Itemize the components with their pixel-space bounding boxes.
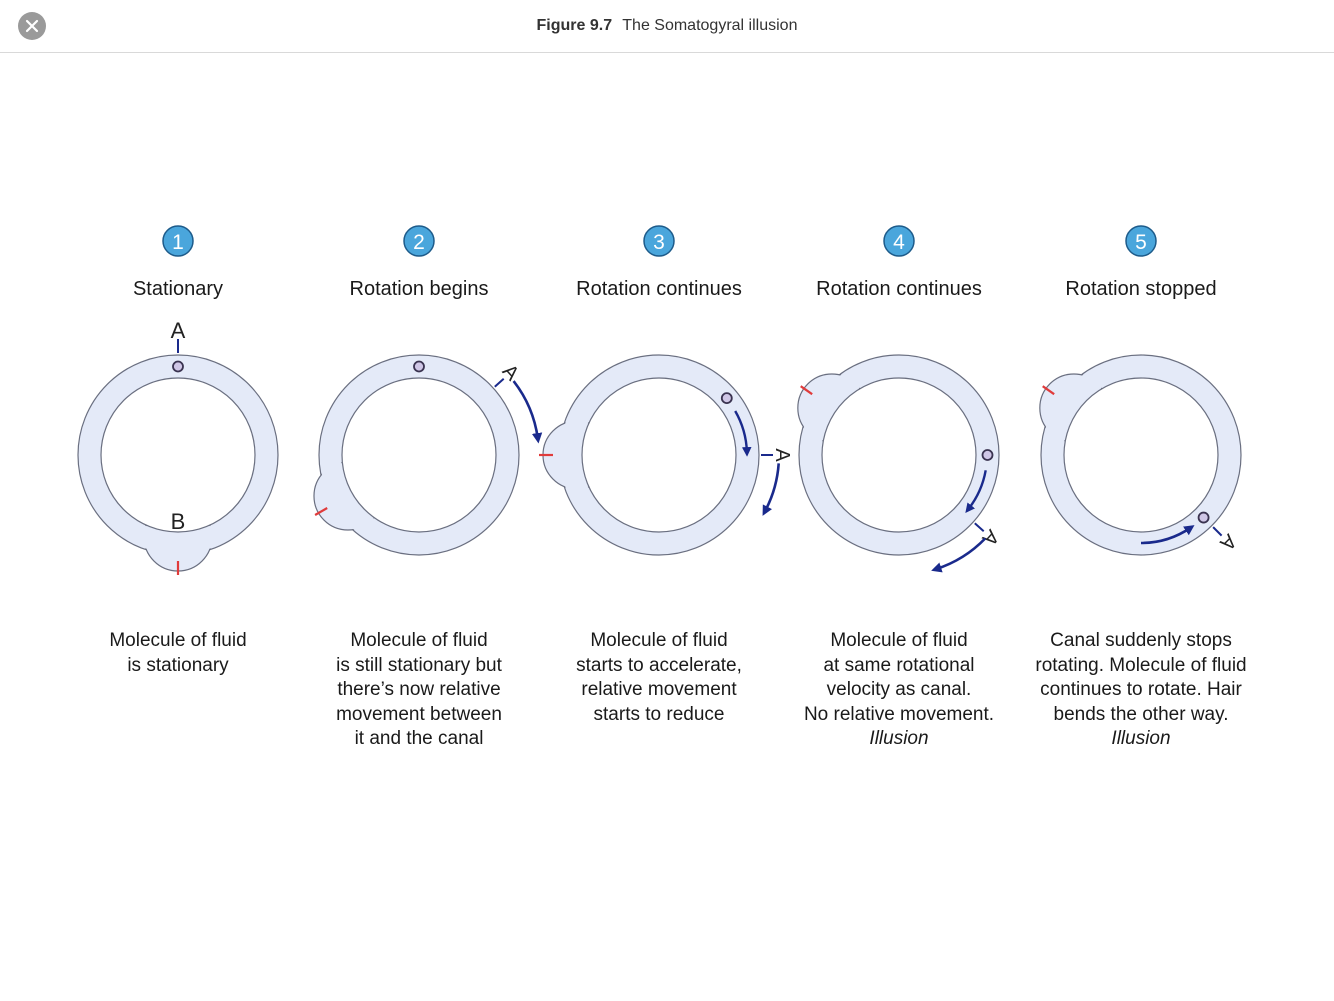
hair-cell (314, 507, 328, 516)
caption-line: is stationary (127, 654, 229, 676)
caption-line: starts to reduce (593, 703, 725, 725)
illusion-label: Illusion (869, 728, 929, 749)
canal-inner (581, 377, 737, 533)
fluid-molecule (172, 360, 184, 373)
rotation-arrow (762, 463, 780, 516)
top-bar: Figure 9.7 The Somatogyral illusion (0, 0, 1334, 53)
stage-5-badge (1125, 225, 1157, 257)
stage-4-title: Rotation continues (816, 278, 982, 300)
hair-cell (1042, 385, 1055, 396)
fluid-molecule (413, 360, 425, 373)
label-a: A (171, 318, 186, 343)
caption-line: starts to accelerate, (576, 654, 742, 676)
label-a: A (771, 448, 793, 462)
reference-tick (974, 522, 985, 533)
caption-line: relative movement (581, 679, 737, 700)
fluid-molecule (981, 449, 994, 461)
stage-5-diagram: A5 (1039, 225, 1242, 556)
caption-line: is still stationary but (336, 654, 502, 676)
stage-number: 3 (653, 231, 665, 254)
canal-inner (1063, 377, 1219, 533)
stage-4-diagram: A4 (797, 225, 1003, 573)
caption-line: Canal suddenly stops (1050, 630, 1232, 651)
caption-line: at same rotational (823, 654, 975, 676)
stage-3-title: Rotation continues (576, 278, 742, 300)
fluid-arrow (734, 410, 752, 457)
caption-line: bends the other way. (1053, 703, 1229, 725)
rotation-arrow (512, 380, 543, 444)
close-icon (25, 19, 39, 33)
fluid-molecule (720, 392, 733, 405)
stage-3-diagram: A3 (539, 225, 793, 556)
caption-line: Molecule of fluid (350, 630, 488, 651)
caption-line: rotating. Molecule of fluid (1035, 654, 1247, 676)
stage-2-caption: Molecule of fluid is still stationary but… (296, 629, 542, 752)
hair-cell (800, 385, 813, 396)
stage-number: 5 (1135, 231, 1147, 254)
stage-4-caption: Molecule of fluid at same rotational veloc… (776, 629, 1022, 752)
caption-line: continues to rotate. Hair (1040, 679, 1242, 700)
stage-3-badge (643, 225, 675, 257)
stage-number: 4 (893, 231, 905, 254)
fluid-arrow (965, 470, 987, 513)
stage-number: 1 (172, 231, 184, 254)
caption-line: velocity as canal. (826, 679, 972, 700)
canal-inner (341, 377, 497, 533)
stage-3-caption: Molecule of fluid starts to accelerate, re… (536, 629, 782, 727)
label-b: B (171, 509, 186, 534)
caption-line: movement between (336, 703, 502, 725)
stage-2-title: Rotation begins (349, 278, 489, 300)
stage-5-title: Rotation stopped (1065, 278, 1217, 300)
reference-tick (1212, 526, 1223, 537)
stage-4-badge (883, 225, 915, 257)
caption-line: Molecule of fluid (109, 630, 247, 651)
canal-inner (100, 377, 256, 533)
canal-inner (821, 377, 977, 533)
caption-line: No relative movement. (803, 703, 995, 725)
reference-tick (494, 377, 505, 388)
caption-line: there’s now relative (337, 679, 501, 700)
caption-line: Molecule of fluid (830, 630, 968, 651)
figure-number: Figure 9.7 (536, 17, 613, 34)
stage-2-badge (403, 225, 435, 257)
close-button[interactable] (18, 12, 46, 40)
stage-2-diagram: A2 (313, 225, 543, 556)
caption-line: Molecule of fluid (590, 630, 728, 651)
fluid-molecule (1197, 511, 1210, 524)
figure-title: Figure 9.7 The Somatogyral illusion (0, 17, 1334, 35)
stage-number: 2 (413, 231, 425, 254)
stage-1-diagram: A B 1 (77, 225, 279, 575)
caption-line: it and the canal (354, 728, 484, 749)
illusion-label: Illusion (1111, 728, 1171, 749)
rotation-arrow (931, 537, 987, 573)
stage-1-badge (162, 225, 194, 257)
stage-5-caption: Canal suddenly stops rotating. Molecule o… (1018, 629, 1264, 752)
rotation-arrow (1140, 525, 1195, 545)
stage-1-caption: Molecule of fluid is stationary (55, 629, 301, 678)
figure-caption-title: The Somatogyral illusion (622, 17, 798, 34)
stage-1-title: Stationary (132, 278, 224, 300)
